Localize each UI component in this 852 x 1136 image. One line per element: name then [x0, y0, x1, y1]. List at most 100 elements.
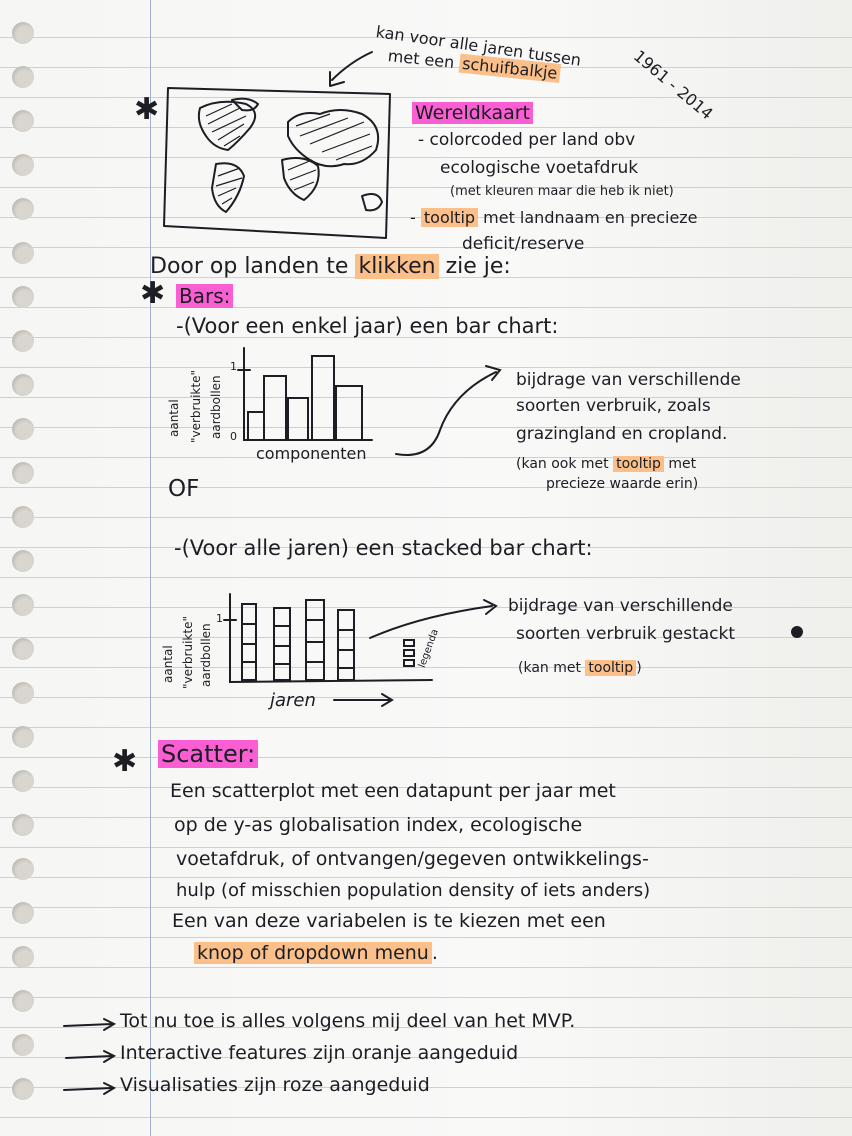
punch-hole: [12, 990, 34, 1012]
stacked-desc-3-pre: (kan met: [518, 660, 581, 676]
punch-hole: [12, 154, 34, 176]
map-line-4-dash: -: [410, 208, 416, 227]
africa-shape: [281, 157, 320, 201]
bar-chart-xlabel: componenten: [256, 444, 367, 463]
scatter-line-4: hulp (of misschien population density of…: [176, 880, 651, 901]
map-line-3: (met kleuren maar die heb ik niet): [450, 184, 674, 199]
punch-hole: [12, 946, 34, 968]
world-map-frame: [163, 87, 391, 239]
bars-title: Bars:: [176, 284, 234, 308]
punch-hole: [12, 770, 34, 792]
tooltip-highlight: tooltip: [420, 208, 479, 227]
punch-hole: [12, 726, 34, 748]
tooltip-highlight: tooltip: [585, 660, 637, 676]
punch-hole: [12, 814, 34, 836]
north-america-shape: [197, 100, 257, 151]
stacked-chart-bar: [241, 603, 257, 681]
annotation-arrow: [331, 51, 373, 81]
or-separator: OF: [168, 476, 200, 502]
punch-hole: [12, 22, 34, 44]
footer-line-2: Interactive features zijn oranje aangedu…: [120, 1042, 519, 1064]
stacked-desc-arrow: [369, 605, 493, 639]
bar-chart-bar: [263, 375, 287, 441]
click-line-pre: Door op landen te: [150, 254, 349, 279]
stacked-chart-bar: [337, 609, 355, 681]
click-line: Door op landen te klikken zie je:: [150, 254, 511, 279]
bar-desc-4-pre: (kan ook met: [516, 456, 609, 472]
stacked-desc-1: bijdrage van verschillende: [508, 596, 733, 616]
bar-desc-3: grazingland en cropland.: [516, 424, 728, 444]
punch-hole: [12, 242, 34, 264]
bars-title-text: Bars:: [176, 284, 234, 308]
bar-desc-4-post: met: [668, 456, 697, 472]
dropdown-highlight: knop of dropdown menu: [194, 942, 432, 964]
scatter-line-6: knop of dropdown menu.: [194, 942, 438, 964]
star-mark: ✱: [112, 744, 138, 779]
punch-hole: [12, 374, 34, 396]
legend-box: [403, 649, 415, 657]
bar-chart-tick-top: 1: [230, 360, 237, 373]
bar-desc-2: soorten verbruik, zoals: [516, 396, 711, 416]
punch-hole: [12, 638, 34, 660]
punch-hole: [12, 1078, 34, 1100]
bar-chart-bar: [335, 385, 363, 441]
click-highlight: klikken: [355, 254, 439, 279]
map-title: Wereldkaart: [412, 102, 534, 124]
punch-hole: [12, 330, 34, 352]
scatter-line-5: Een van deze variabelen is te kiezen met…: [172, 910, 606, 932]
bar-desc-arrow: [395, 371, 497, 456]
scatter-line-2: op de y-as globalisation index, ecologis…: [174, 814, 583, 836]
punch-hole: [12, 682, 34, 704]
punch-hole: [12, 594, 34, 616]
legend-box: [403, 639, 415, 647]
australia-shape: [361, 193, 383, 212]
punch-hole: [12, 462, 34, 484]
south-america-shape: [211, 162, 245, 213]
bar-chart-bar: [311, 355, 335, 441]
legend-box: [403, 659, 415, 667]
stacked-chart-bar: [305, 599, 325, 681]
stacked-chart-xlabel: jaren: [270, 690, 316, 711]
single-year-line: -(Voor een enkel jaar) een bar chart:: [176, 314, 559, 338]
margin-line: [150, 0, 151, 1136]
star-mark: ✱: [140, 276, 166, 311]
footer-arrow: [63, 1087, 113, 1091]
punch-hole: [12, 110, 34, 132]
all-years-line: -(Voor alle jaren) een stacked bar chart…: [174, 536, 593, 560]
punch-hole: [12, 858, 34, 880]
bar-chart-bar: [287, 397, 309, 441]
click-line-post: zie je:: [445, 254, 511, 279]
punch-hole: [12, 418, 34, 440]
map-line-4: - tooltip met landnaam en precieze: [410, 208, 698, 227]
footer-arrow: [65, 1055, 113, 1059]
stacked-desc-2: soorten verbruik gestackt: [516, 624, 736, 644]
tooltip-highlight: tooltip: [613, 456, 664, 472]
stacked-chart-axes: [229, 593, 433, 684]
stacked-desc-3: (kan met tooltip): [518, 660, 642, 676]
bar-desc-5: precieze waarde erin): [546, 476, 699, 492]
star-mark: ✱: [134, 92, 160, 127]
bar-desc-1: bijdrage van verschillende: [516, 370, 741, 390]
scatter-line-6-post: .: [431, 942, 438, 964]
stacked-chart-tick: 1: [216, 612, 223, 625]
stacked-chart-ylabel-2: "verbruikte": [181, 616, 195, 689]
punch-hole: [12, 66, 34, 88]
map-line-5: deficit/reserve: [462, 234, 585, 254]
punch-hole: [12, 198, 34, 220]
stacked-chart-ylabel-1: aantal: [161, 645, 175, 683]
punch-hole: [12, 286, 34, 308]
punch-hole: [12, 550, 34, 572]
stacked-desc-3-post: ): [636, 660, 642, 676]
footer-arrow: [63, 1023, 113, 1027]
map-line-1: - colorcoded per land obv: [418, 130, 636, 150]
bar-chart-bar: [247, 411, 265, 441]
scatter-line-1: Een scatterplot met een datapunt per jaa…: [170, 780, 616, 802]
stacked-chart-bar: [273, 607, 291, 681]
bar-chart-ylabel-3: aardbollen: [209, 375, 223, 439]
bar-desc-4: (kan ook met tooltip met: [516, 456, 696, 472]
map-line-4-text: met landnaam en precieze: [483, 208, 698, 227]
stacked-chart-ylabel-3: aardbollen: [199, 623, 213, 687]
bar-chart-ylabel-2: "verbruikte": [189, 370, 203, 443]
